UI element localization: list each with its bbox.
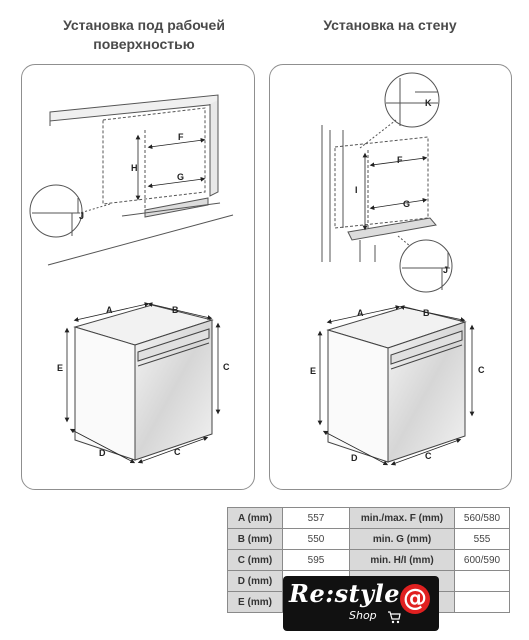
dimensions-cell-label: E (mm) bbox=[227, 591, 283, 613]
heading-wall-installation: Установка на стену bbox=[323, 17, 457, 33]
left-detail-circle bbox=[29, 184, 111, 238]
dimensions-cell-value: 550 bbox=[282, 528, 350, 550]
label-j-right: J bbox=[443, 265, 448, 275]
right-detail-circle-bottom bbox=[397, 235, 453, 293]
label-a-left: A bbox=[106, 305, 113, 315]
dimensions-cell-value2 bbox=[454, 570, 510, 592]
label-g-left: G bbox=[177, 172, 184, 182]
logo-at-icon: @ bbox=[400, 584, 430, 614]
label-g-right: G bbox=[403, 199, 410, 209]
heading-under-worktop: Установка под рабочей поверхностью bbox=[63, 17, 225, 52]
label-c-left: C bbox=[223, 362, 230, 372]
label-c2-left: C bbox=[174, 447, 181, 457]
label-c2-right: C bbox=[425, 451, 432, 461]
dimensions-cell-label: A (mm) bbox=[227, 507, 283, 529]
label-a-right: A bbox=[357, 308, 364, 318]
right-oven bbox=[326, 306, 467, 463]
dimensions-cell-label: D (mm) bbox=[227, 570, 283, 592]
logo-sub-text: Shop bbox=[349, 609, 377, 622]
label-b-right: B bbox=[423, 308, 430, 318]
dimensions-cell-value: 595 bbox=[282, 549, 350, 571]
dimensions-cell-value2 bbox=[454, 591, 510, 613]
logo-main-text: Re:style bbox=[289, 579, 401, 608]
left-oven bbox=[73, 304, 214, 461]
left-oven-dimensions bbox=[64, 302, 221, 464]
label-k: K bbox=[425, 98, 432, 108]
label-f-left: F bbox=[178, 132, 184, 142]
dimensions-cell-value2: 555 bbox=[454, 528, 510, 550]
dimensions-cell-label2: min./max. F (mm) bbox=[349, 507, 455, 529]
label-i: I bbox=[355, 185, 358, 195]
label-e-left: E bbox=[57, 363, 63, 373]
label-d-right: D bbox=[351, 453, 358, 463]
label-b-left: B bbox=[172, 305, 179, 315]
left-niche-dimensions bbox=[135, 134, 206, 201]
label-j-left: J bbox=[79, 211, 84, 221]
left-niche-drawing bbox=[47, 94, 234, 266]
label-f-right: F bbox=[397, 155, 403, 165]
dimensions-cell-label: C (mm) bbox=[227, 549, 283, 571]
restyle-shop-logo: Re:style Shop @ bbox=[283, 576, 439, 631]
dimensions-cell-label2: min. H/I (mm) bbox=[349, 549, 455, 571]
dimensions-cell-value2: 560/580 bbox=[454, 507, 510, 529]
label-h: H bbox=[131, 163, 138, 173]
cart-icon bbox=[388, 611, 401, 624]
dimensions-cell-value: 557 bbox=[282, 507, 350, 529]
label-e-right: E bbox=[310, 366, 316, 376]
right-column-drawing bbox=[321, 125, 437, 262]
dimensions-cell-value2: 600/590 bbox=[454, 549, 510, 571]
right-detail-circle-top bbox=[359, 72, 440, 149]
label-d-left: D bbox=[99, 448, 106, 458]
right-column-dimensions bbox=[362, 152, 428, 231]
dimensions-cell-label2: min. G (mm) bbox=[349, 528, 455, 550]
right-oven-dimensions bbox=[317, 305, 475, 466]
dimensions-cell-label: B (mm) bbox=[227, 528, 283, 550]
label-c-right: C bbox=[478, 365, 485, 375]
